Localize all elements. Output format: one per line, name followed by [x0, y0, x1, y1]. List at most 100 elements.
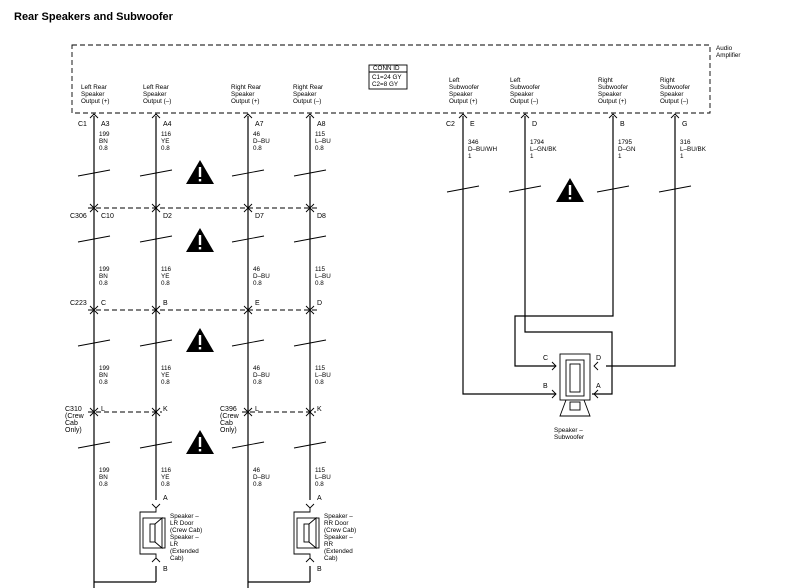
output-rsub-neg-1: Right — [660, 77, 675, 84]
subwoofer-label-1: Speaker – — [554, 427, 583, 434]
amplifier-name-2: Amplifier — [716, 52, 741, 59]
c306-pin-c10: C10 — [101, 213, 114, 220]
c306-pin-marks-bottom — [89, 207, 315, 213]
output-lsub-neg-3: Speaker — [510, 91, 533, 98]
output-rsub-pos-3: Speaker — [598, 91, 621, 98]
warning-icon — [186, 160, 214, 184]
wire-rr-neg-label-2a: 115 — [315, 266, 326, 273]
subwoofer-wiring: C2 E D B G 346 D–BU/WH 1 1794 L–GN/BK 1 … — [446, 113, 707, 441]
wire-lr-pos-label-2b: BN — [99, 273, 108, 280]
c1-pin-marks — [89, 113, 315, 119]
output-rsub-pos-2: Subwoofer — [598, 84, 628, 91]
wire-rr-pos-label-3a: 46 — [253, 365, 261, 372]
output-rsub-pos-4: Output (+) — [598, 98, 627, 105]
output-lr-neg-2: Speaker — [143, 91, 166, 98]
output-lr-pos-2: Speaker — [81, 91, 104, 98]
break-marks-2 — [77, 235, 327, 243]
output-lsub-neg-1: Left — [510, 77, 521, 84]
wire-rr-neg-label-4c: 0.8 — [315, 481, 324, 488]
c2-pin-e: E — [470, 121, 475, 128]
c306-pin-d2: D2 — [163, 213, 172, 220]
c306-pin-marks-top — [89, 203, 315, 209]
wire-lr-neg-label-2c: 0.8 — [161, 280, 170, 287]
output-rr-pos-2: Speaker — [231, 91, 254, 98]
conn-id-line-1: C1=24 GY — [372, 74, 402, 81]
wire-sub1-label-a: 346 — [468, 139, 479, 146]
conn-id-line-2: C2=8 GY — [372, 81, 399, 88]
wire-lr-pos-label-2c: 0.8 — [99, 280, 108, 287]
wire-sub4-label-b: L–BU/BK — [680, 146, 707, 153]
output-lsub-pos-2: Subwoofer — [449, 84, 479, 91]
rear-speaker-wiring: C1 A3 A4 A7 A8 199 BN 0.8 116 YE 0.8 46 … — [65, 113, 356, 588]
wire-lr-neg-label-1a: 116 — [161, 131, 172, 138]
speaker-rr: A B Speaker – RR Door (Crew Cab) Speaker… — [293, 495, 356, 573]
wire-lr-pos-label-1a: 199 — [99, 131, 110, 138]
c1-pin-a8: A8 — [317, 121, 326, 128]
output-rsub-neg-4: Output (–) — [660, 98, 688, 105]
wire-sub2-a — [524, 116, 613, 366]
wire-rr-neg-label-3b: L–BU — [315, 372, 331, 379]
c2-pin-d: D — [532, 121, 537, 128]
c223-pin-c: C — [101, 300, 106, 307]
connector-c306-label: C306 — [70, 213, 87, 220]
wire-rr-neg-label-1b: L–BU — [315, 138, 331, 145]
c223-pin-e: E — [255, 300, 260, 307]
c310-label-2: (Crew — [65, 413, 85, 420]
subwoofer-pin-d: D — [596, 355, 601, 362]
c2-pin-marks — [458, 113, 680, 119]
speaker-lr-label-5: LR — [170, 541, 179, 548]
speaker-rr-label-6: (Extended — [324, 548, 353, 555]
speaker-lr-pin-a: A — [163, 495, 168, 502]
output-lsub-neg-4: Output (–) — [510, 98, 538, 105]
wire-sub1 — [462, 116, 556, 395]
wire-lr-neg-label-4c: 0.8 — [161, 481, 170, 488]
wire-rr-neg-label-3c: 0.8 — [315, 379, 324, 386]
wire-sub2-label-b: L–GN/BK — [530, 146, 557, 153]
wire-lr-neg-label-1c: 0.8 — [161, 145, 170, 152]
output-rsub-neg-3: Speaker — [660, 91, 683, 98]
wire-lr-pos-label-3b: BN — [99, 372, 108, 379]
wire-rr-pos-label-4b: D–BU — [253, 474, 270, 481]
wire-rr-pos-label-3c: 0.8 — [253, 379, 262, 386]
speaker-rr-label-2: RR Door — [324, 520, 349, 527]
c1-pin-a4: A4 — [163, 121, 172, 128]
wire-lr-neg-label-2b: YE — [161, 273, 169, 280]
speaker-lr-label-4: Speaker – — [170, 534, 199, 541]
c310-c396-pin-marks-bottom — [89, 411, 315, 417]
wire-rr-pos-label-2c: 0.8 — [253, 280, 262, 287]
speaker-rr-pin-marks — [305, 503, 315, 563]
wire-sub3-label-c: 1 — [618, 153, 622, 160]
c396-pin-k: K — [317, 406, 322, 413]
wire-sub4-label-a: 316 — [680, 139, 691, 146]
c396-label-3: Cab — [220, 420, 233, 427]
connector-c223-label: C223 — [70, 300, 87, 307]
wire-sub4-label-c: 1 — [680, 153, 684, 160]
speaker-subwoofer: C D B A Speaker – Subwoofer — [543, 353, 601, 441]
speaker-lr-label-6: (Extended — [170, 548, 199, 555]
c223-pin-marks-top — [89, 305, 315, 311]
subwoofer-pin-marks — [551, 361, 599, 399]
connector-c2-label: C2 — [446, 121, 455, 128]
conn-id-header: CONN ID — [373, 65, 400, 72]
output-lr-neg-3: Output (–) — [143, 98, 171, 105]
c306-pin-d8: D8 — [317, 213, 326, 220]
wire-lr-pos-label-4c: 0.8 — [99, 481, 108, 488]
output-rr-pos-1: Right Rear — [231, 84, 261, 91]
wire-rr-neg-label-2b: L–BU — [315, 273, 331, 280]
subwoofer-pin-c: C — [543, 355, 548, 362]
output-lsub-pos-3: Speaker — [449, 91, 472, 98]
break-marks-4 — [77, 441, 327, 449]
diagram-title: Rear Speakers and Subwoofer — [14, 11, 174, 23]
c310-c396-pin-marks-top — [89, 407, 315, 413]
wire-sub3-label-a: 1795 — [618, 139, 633, 146]
break-marks-1 — [77, 169, 327, 177]
warning-icon — [556, 178, 584, 202]
output-lr-neg-1: Left Rear — [143, 84, 169, 91]
c396-label-4: Only) — [220, 427, 237, 434]
subwoofer-pin-a: A — [596, 383, 601, 390]
wire-lr-neg-label-1b: YE — [161, 138, 169, 145]
wire-rr-neg-label-3a: 115 — [315, 365, 326, 372]
c223-pin-b: B — [163, 300, 168, 307]
speaker-rr-label-7: Cab) — [324, 555, 338, 562]
